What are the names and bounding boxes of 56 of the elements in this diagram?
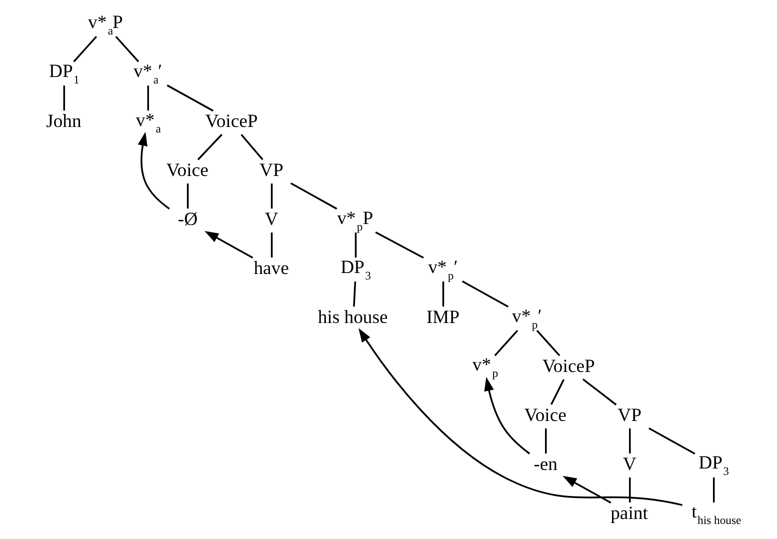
connector: [354, 232, 356, 258]
connector: [62, 86, 65, 111]
node-text: VoiceP: [542, 356, 594, 377]
node-text: V: [264, 208, 278, 230]
connector: [114, 36, 139, 62]
node-text: VP: [617, 404, 641, 426]
connector: [536, 330, 560, 356]
node-text: v*$_{p}$′: [512, 306, 542, 332]
arrow: [562, 476, 611, 504]
connector: [374, 232, 424, 259]
connector: [544, 428, 546, 454]
node-text: v*$_{a}$: [135, 110, 160, 136]
node-text: his house: [317, 306, 388, 328]
node-text: paint: [610, 502, 648, 524]
node-text: v*$_{a}$P: [88, 12, 122, 38]
connector: [442, 282, 444, 307]
node-text: Voice: [524, 404, 566, 426]
node-text: v*$_{p}$: [472, 354, 498, 380]
connector: [550, 379, 564, 405]
arrow: [137, 132, 170, 210]
node-text: v*$_{a}$′: [133, 60, 162, 86]
node-text: Voice: [166, 160, 208, 181]
node-text: t$_{his house}$: [691, 502, 741, 528]
arrow: [484, 376, 530, 454]
node-text: -Ø: [177, 208, 198, 230]
node-text: DP$_{3}$: [698, 452, 728, 478]
arrow: [358, 328, 682, 506]
connector: [461, 280, 508, 308]
connector: [270, 232, 272, 258]
connector: [72, 36, 97, 62]
connector: [582, 378, 616, 406]
connector: [270, 184, 272, 209]
connector: [290, 182, 337, 210]
connector: [240, 134, 263, 160]
node-text: VoiceP: [204, 110, 258, 132]
node-text: V: [622, 454, 636, 475]
node-text: v*$_{p}$′: [428, 256, 458, 282]
arrow: [204, 230, 253, 259]
connector: [628, 428, 630, 454]
node-text: v*$_{p}$P: [336, 208, 373, 234]
node-text: -en: [533, 454, 557, 475]
node-text: DP$_{3}$: [340, 256, 370, 282]
node-text: VP: [259, 160, 283, 181]
connector: [712, 477, 714, 502]
connector: [196, 134, 222, 160]
connector: [146, 86, 149, 111]
connector: [166, 84, 214, 112]
connector: [352, 281, 356, 307]
connector: [494, 330, 518, 356]
node-text: have: [253, 258, 288, 279]
node-text: IMP: [426, 306, 460, 328]
node-text: John: [46, 110, 81, 132]
connector: [628, 477, 630, 502]
node-text: DP$_{1}$: [48, 60, 79, 86]
connector: [186, 184, 188, 209]
connector: [648, 427, 695, 454]
